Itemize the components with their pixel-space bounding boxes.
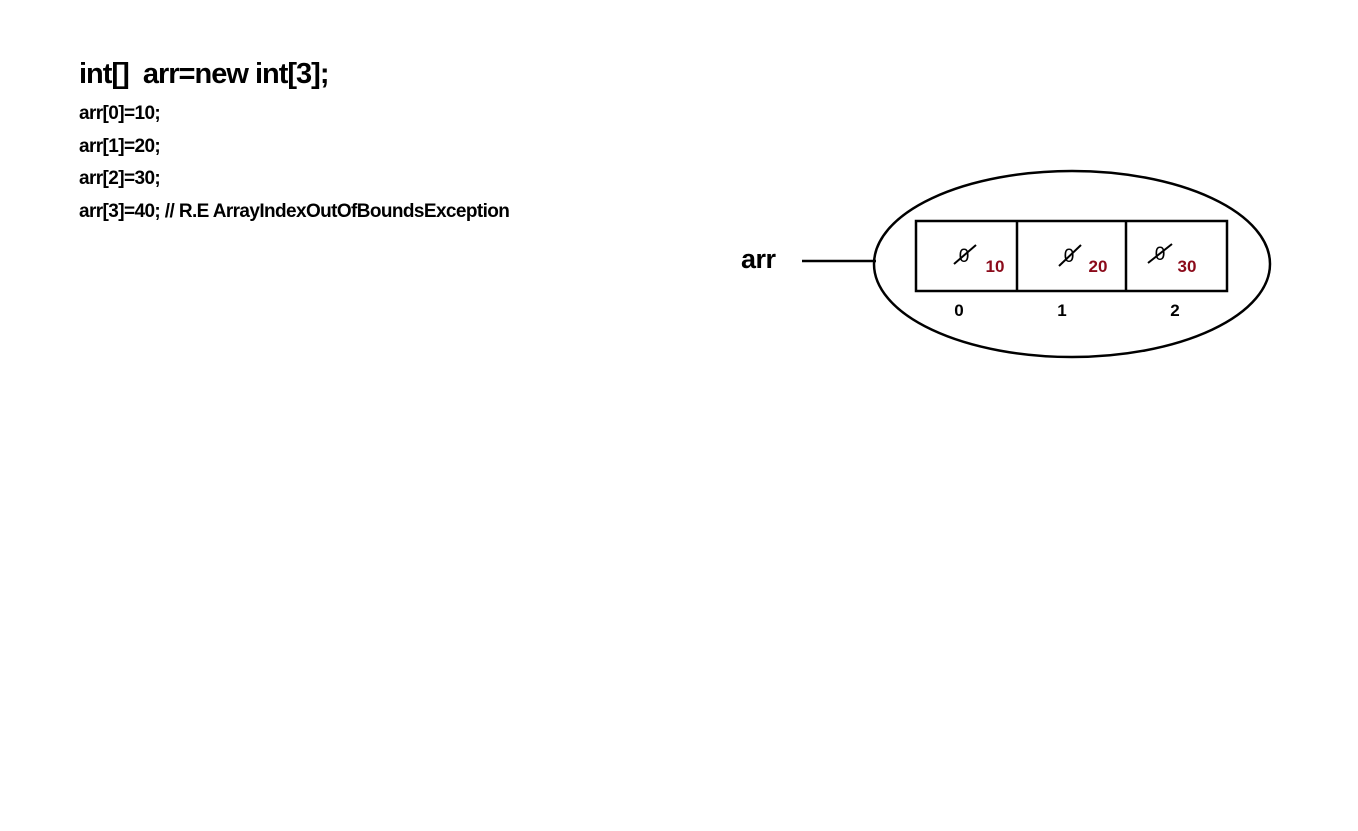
strike-through-mark [1147, 243, 1173, 264]
statement-line-1: arr[1]=20; [79, 135, 161, 157]
index-label: 0 [954, 301, 963, 320]
statement-line-0: arr[0]=10; [79, 103, 161, 124]
index-label: 2 [1170, 301, 1179, 320]
statement-line-3: arr[3]=40; // R.E ArrayIndexOutOfBoundsE… [79, 201, 510, 223]
code-block: int[] arr=new int[3]; arr[0]=10; arr[1]=… [79, 54, 510, 229]
reference-label: arr [741, 244, 777, 274]
index-label: 1 [1057, 301, 1066, 320]
statement-line-2: arr[2]=30; [79, 168, 161, 190]
array-declaration: int[] arr=new int[3]; [79, 58, 329, 90]
new-value: 30 [1178, 257, 1197, 276]
strike-through-mark [953, 244, 977, 265]
array-cell-0: 0 10 0 [953, 244, 1005, 320]
heap-object-ellipse [872, 169, 1272, 359]
strike-through-mark [1058, 244, 1082, 267]
new-value: 10 [986, 257, 1005, 276]
new-value: 20 [1089, 257, 1108, 276]
array-box [914, 219, 1229, 293]
array-cell-1: 0 20 1 [1057, 244, 1108, 320]
array-cell-2: 0 30 2 [1147, 243, 1197, 320]
